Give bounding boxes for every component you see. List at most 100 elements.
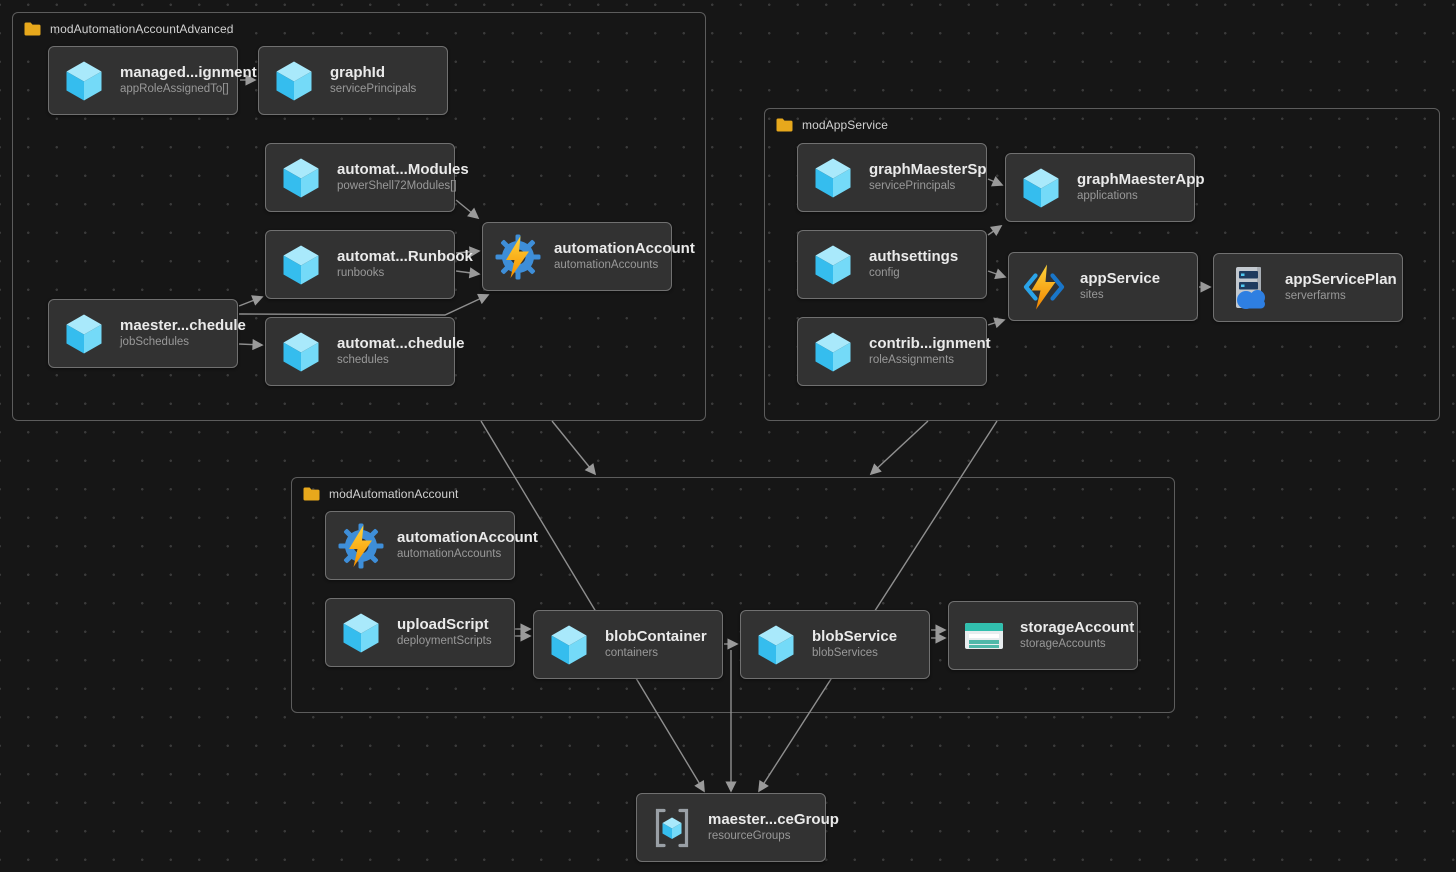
edge-authsettings-to-graphMaesterApp [987,225,1003,237]
node-automationAccountMid[interactable]: automationAccount automationAccounts [325,511,538,580]
automation-account-icon [495,234,541,279]
cube-icon [283,158,319,197]
node-resource-type: resourceGroups [708,830,791,843]
node-managedAssignment[interactable]: managed...ignment appRoleAssignedTo[] [48,46,257,115]
node-blobContainer[interactable]: blobContainer containers [533,610,723,679]
node-title: automat...Runbook [337,247,473,265]
node-icon-wrap [278,155,324,201]
edge-contribAssignment-to-appService [987,317,1006,329]
node-icon-wrap [961,613,1007,659]
node-title: storageAccount [1020,618,1135,636]
edge-automationRunbook-to-automationAccountAdv [455,246,481,258]
node-resource-type: applications [1077,190,1138,203]
node-icon-wrap [278,242,324,288]
edge-maesterSchedule-to-automationAccountAdv [238,293,490,316]
edge-modAppService-to-modAutomationAccount [869,420,929,476]
node-resource-type: appRoleAssignedTo[] [120,83,229,96]
node-text: appService sites [1080,269,1160,304]
node-title: maester...chedule [120,316,246,334]
node-maesterResourceGroup[interactable]: maester...ceGroup resourceGroups [636,793,839,862]
node-icon-wrap [810,242,856,288]
node-text: blobContainer containers [605,627,707,662]
module-group-modAutomationAccount[interactable]: modAutomationAccount [291,477,1175,713]
node-automationModules[interactable]: automat...Modules powerShell72Modules[] [265,143,469,212]
node-text: managed...ignment appRoleAssignedTo[] [120,63,257,98]
folder-icon [776,118,793,132]
node-title: uploadScript [397,615,489,633]
node-graphMaesterApp[interactable]: graphMaesterApp applications [1005,153,1205,222]
node-icon-wrap [1018,165,1064,211]
node-icon-wrap [546,622,592,668]
node-text: maester...ceGroup resourceGroups [708,810,839,845]
node-resource-type: config [869,267,900,280]
edge-modAppService-to-maesterResourceGroup [758,420,998,793]
node-title: blobService [812,627,898,645]
module-group-name: modAutomationAccount [329,487,459,501]
node-resource-type: servicePrincipals [869,180,956,193]
node-resource-type: powerShell72Modules[] [337,180,457,193]
node-icon-wrap [1226,265,1272,311]
node-icon-wrap [753,622,799,668]
node-title: graphMaesterApp [1077,170,1205,188]
node-resource-type: sites [1080,289,1104,302]
edge-automationRunbook-to-automationAccountAdv [455,267,481,279]
node-title: maester...ceGroup [708,810,839,828]
edge-authsettings-to-appService [987,268,1007,280]
app-service-icon [1023,264,1065,309]
cube-icon [276,61,312,100]
node-graphMaesterSp[interactable]: graphMaesterSp servicePrincipals [797,143,987,212]
node-icon-wrap [278,329,324,375]
node-title: automationAccount [397,528,538,546]
node-title: automat...Modules [337,160,469,178]
node-icon-wrap [1021,264,1067,310]
node-title: appService [1080,269,1161,287]
node-title: managed...ignment [120,63,257,81]
node-resource-type: automationAccounts [397,548,502,561]
folder-icon [24,22,41,36]
node-icon-wrap [271,58,317,104]
node-title: automationAccount [554,239,695,257]
module-group-modAutomationAccountAdvanced[interactable]: modAutomationAccountAdvanced [12,12,706,421]
node-storageAccount[interactable]: storageAccount storageAccounts [948,601,1138,670]
node-icon-wrap [649,805,695,851]
module-group-name: modAppService [802,118,889,132]
automation-account-icon [338,523,384,568]
node-title: blobContainer [605,627,707,645]
node-text: storageAccount storageAccounts [1020,618,1135,653]
cube-icon [815,245,851,284]
node-authsettings[interactable]: authsettings config [797,230,987,299]
node-resource-type: containers [605,647,659,660]
module-group-modAppService[interactable]: modAppService [764,108,1440,421]
app-service-plan-icon [1236,266,1265,309]
folder-icon [303,487,320,501]
cube-icon [66,61,102,100]
node-resource-type: storageAccounts [1020,638,1106,651]
node-resource-type: serverfarms [1285,290,1346,303]
cube-icon [343,613,379,652]
node-uploadScript[interactable]: uploadScript deploymentScripts [325,598,515,667]
node-icon-wrap [810,329,856,375]
node-title: automat...chedule [337,334,465,352]
node-resource-type: deploymentScripts [397,635,492,648]
node-text: automationAccount automationAccounts [397,528,538,563]
module-group-label: modAutomationAccountAdvanced [24,22,234,36]
node-title: graphMaesterSp [869,160,987,178]
node-appService[interactable]: appService sites [1008,252,1198,321]
node-title: authsettings [869,247,959,265]
node-icon-wrap [810,155,856,201]
cube-icon [283,332,319,371]
